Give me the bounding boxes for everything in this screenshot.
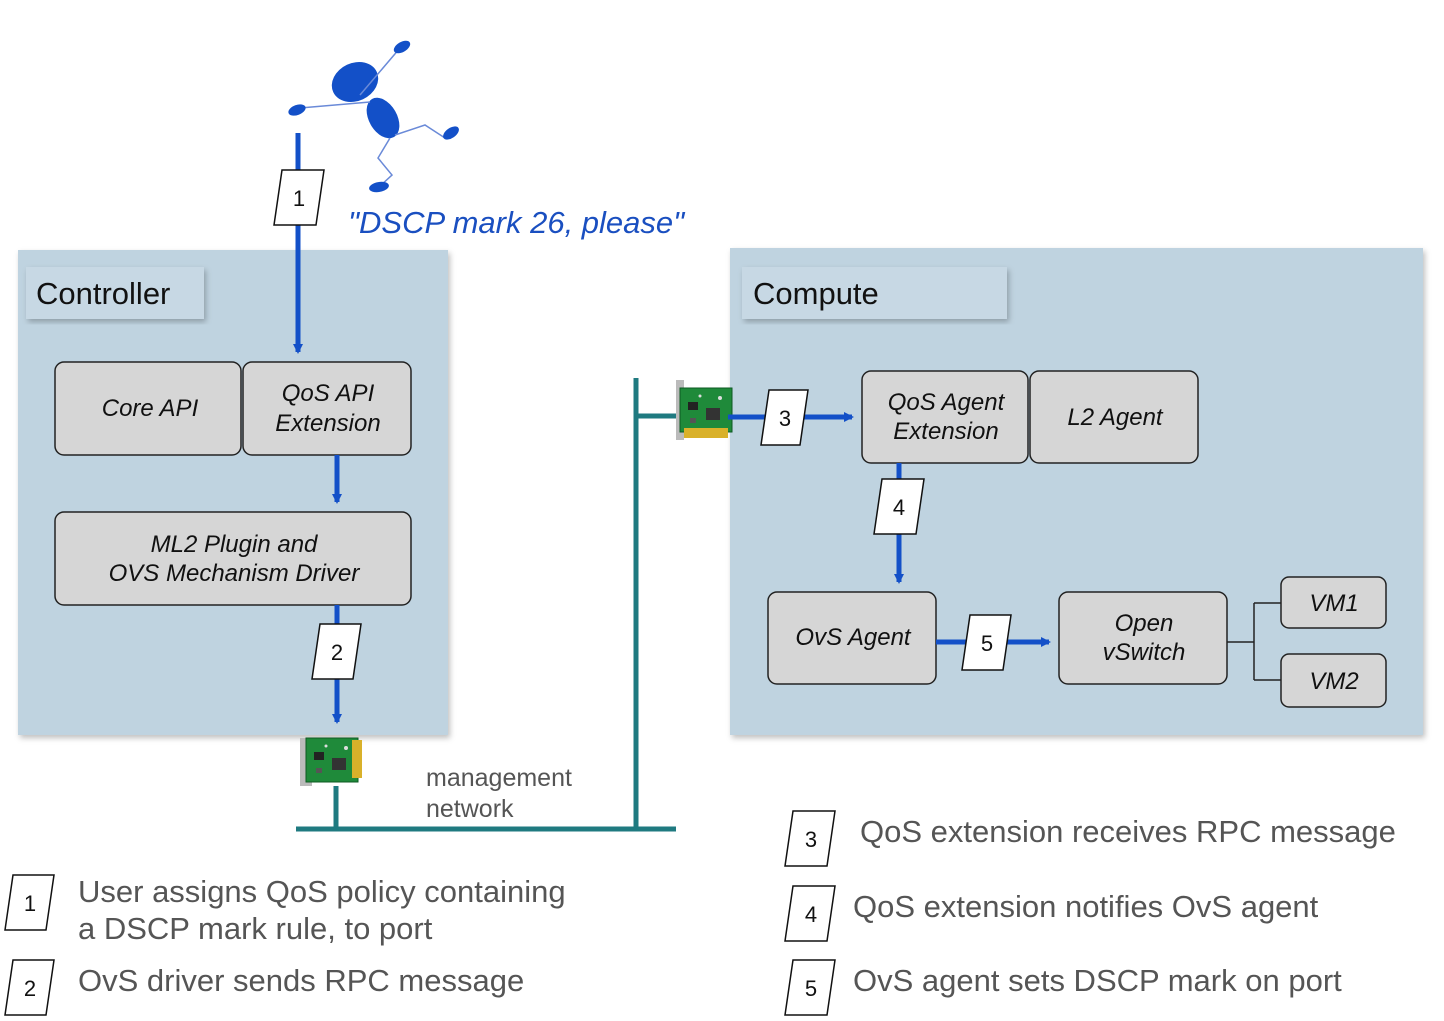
- svg-text:VM1: VM1: [1309, 590, 1358, 617]
- svg-text:QoS extension receives RPC mes: QoS extension receives RPC message: [860, 814, 1396, 849]
- legend-item-1: 1 User assigns QoS policy containing a D…: [4, 874, 566, 946]
- compute-title: Compute: [753, 276, 879, 311]
- svg-text:4: 4: [893, 495, 905, 520]
- l2-agent-box: L2 Agent: [1029, 370, 1199, 464]
- svg-text:User assigns QoS policy contai: User assigns QoS policy containing: [78, 874, 566, 909]
- svg-text:2: 2: [24, 976, 36, 1001]
- vm1-box: VM1: [1280, 576, 1387, 629]
- network-label-line2: network: [426, 795, 514, 823]
- svg-text:3: 3: [779, 406, 791, 431]
- svg-text:OvS agent sets DSCP mark on po: OvS agent sets DSCP mark on port: [853, 963, 1342, 998]
- compute-nic-icon: [676, 380, 733, 440]
- ml2-plugin-box: ML2 Plugin and OVS Mechanism Driver: [54, 511, 412, 606]
- step-badge-5: 5: [961, 614, 1012, 671]
- vm2-box: VM2: [1280, 653, 1387, 708]
- svg-text:5: 5: [805, 976, 817, 1001]
- svg-text:ML2 Plugin and: ML2 Plugin and: [151, 531, 318, 558]
- qos-api-extension-box: QoS API Extension: [242, 361, 412, 456]
- ovs-agent-box: OvS Agent: [767, 591, 937, 685]
- svg-text:Extension: Extension: [893, 418, 998, 445]
- network-label-line1: management: [426, 764, 572, 792]
- svg-text:L2 Agent: L2 Agent: [1067, 404, 1164, 431]
- controller-title: Controller: [36, 276, 170, 311]
- svg-text:OvS Agent: OvS Agent: [795, 624, 912, 651]
- svg-text:Open: Open: [1115, 610, 1174, 637]
- svg-text:QoS API: QoS API: [282, 380, 375, 407]
- svg-text:a DSCP mark rule, to port: a DSCP mark rule, to port: [78, 911, 433, 946]
- qos-agent-extension-box: QoS Agent Extension: [861, 370, 1029, 464]
- svg-text:OVS Mechanism Driver: OVS Mechanism Driver: [109, 560, 361, 587]
- core-api-box: Core API: [54, 361, 242, 456]
- management-network: [296, 378, 680, 832]
- legend-item-5: 5 OvS agent sets DSCP mark on port: [784, 959, 1342, 1016]
- controller-panel: Controller: [18, 250, 448, 735]
- vm-connectors: [1227, 602, 1281, 681]
- step-badge-1: 1: [273, 169, 325, 226]
- svg-text:Extension: Extension: [275, 410, 380, 437]
- svg-text:vSwitch: vSwitch: [1103, 639, 1186, 666]
- controller-nic-icon: [300, 737, 362, 786]
- step-badge-3: 3: [760, 389, 809, 446]
- svg-text:1: 1: [24, 891, 36, 916]
- svg-text:1: 1: [293, 186, 305, 211]
- step-badge-2: 2: [311, 623, 362, 680]
- svg-text:Core API: Core API: [102, 395, 199, 422]
- svg-text:2: 2: [331, 640, 343, 665]
- legend-item-2: 2 OvS driver sends RPC message: [4, 959, 524, 1016]
- svg-text:OvS driver sends RPC message: OvS driver sends RPC message: [78, 963, 524, 998]
- legend-item-3: 3 QoS extension receives RPC message: [784, 810, 1396, 867]
- svg-text:5: 5: [981, 631, 993, 656]
- svg-text:4: 4: [805, 902, 817, 927]
- user-figure-icon: [288, 40, 459, 193]
- svg-text:3: 3: [805, 827, 817, 852]
- step-badge-4: 4: [873, 478, 925, 535]
- svg-text:QoS Agent: QoS Agent: [888, 389, 1006, 416]
- user-request-text: "DSCP mark 26, please": [348, 205, 686, 240]
- open-vswitch-box: Open vSwitch: [1058, 591, 1228, 685]
- legend-item-4: 4 QoS extension notifies OvS agent: [784, 885, 1319, 942]
- svg-text:VM2: VM2: [1309, 668, 1358, 695]
- svg-text:QoS extension notifies OvS age: QoS extension notifies OvS agent: [853, 889, 1319, 924]
